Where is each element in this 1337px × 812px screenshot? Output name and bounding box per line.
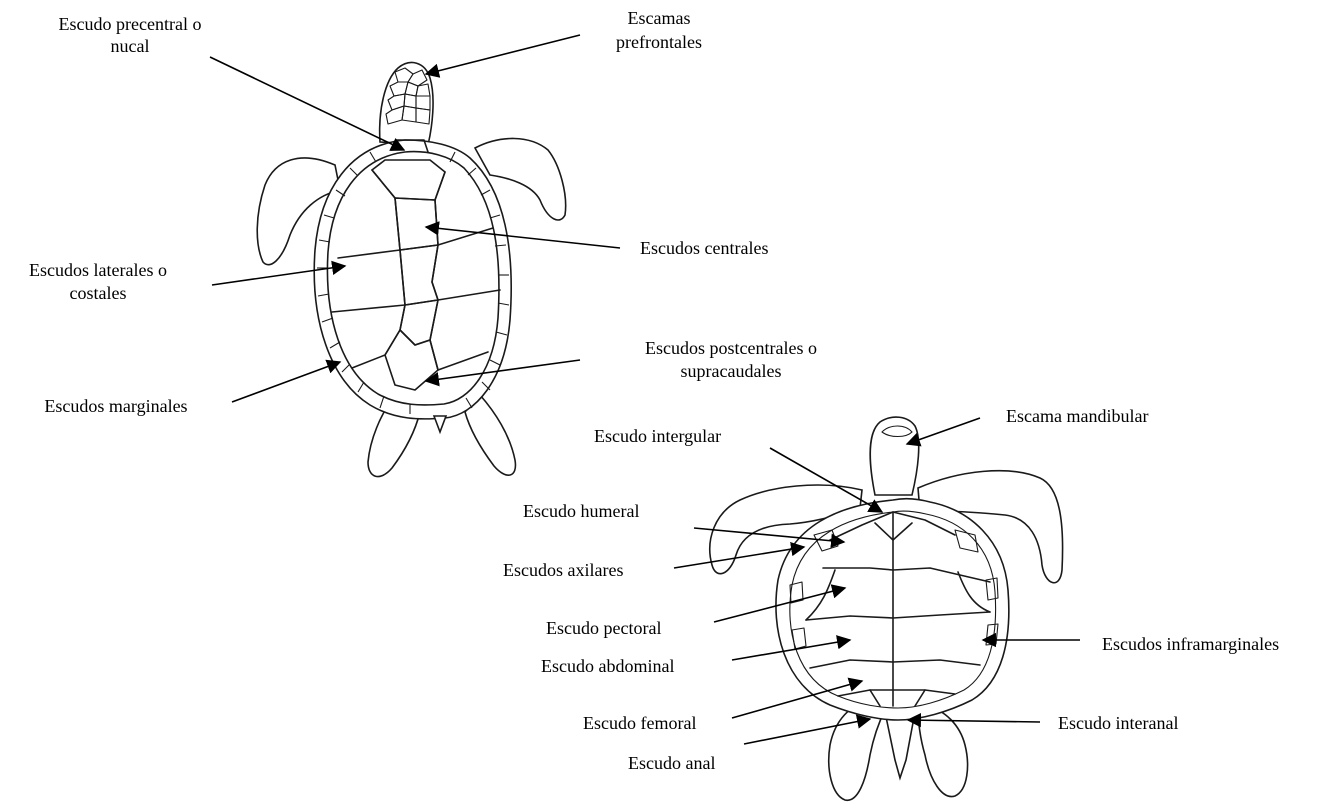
- label-intergular: Escudo intergular: [594, 426, 721, 446]
- label-humeral: Escudo humeral: [523, 501, 639, 521]
- label-laterales-line1: Escudos laterales o: [29, 260, 167, 280]
- dorsal-turtle-drawing: [257, 63, 565, 477]
- label-abdominal: Escudo abdominal: [541, 656, 674, 676]
- arrow-nucal: [210, 57, 404, 150]
- label-mandibular: Escama mandibular: [1006, 406, 1148, 426]
- ventral-tail: [885, 712, 915, 778]
- arrow-mandibular: [907, 418, 980, 444]
- ventral-head: [870, 417, 918, 495]
- label-prefrontales-line2: prefrontales: [616, 32, 702, 52]
- label-femoral: Escudo femoral: [583, 713, 696, 733]
- label-postcentrales-line1: Escudos postcentrales o: [645, 338, 817, 358]
- label-nucal-line2: nucal: [111, 36, 150, 56]
- dorsal-carapace: [314, 140, 511, 419]
- label-marginales: Escudos marginales: [44, 396, 187, 416]
- label-nucal-line1: Escudo precentral o: [59, 14, 202, 34]
- ventral-right-rear-flipper: [918, 705, 968, 797]
- label-postcentrales-line2: supracaudales: [681, 361, 782, 381]
- label-centrales: Escudos centrales: [640, 238, 768, 258]
- label-inframarginales: Escudos inframarginales: [1102, 634, 1279, 654]
- label-axilares: Escudos axilares: [503, 560, 623, 580]
- label-anal: Escudo anal: [628, 753, 715, 773]
- arrow-prefrontales: [426, 35, 580, 74]
- label-prefrontales-line1: Escamas: [628, 8, 691, 28]
- labels: Escudo precentral o nucal Escamas prefro…: [29, 8, 1279, 773]
- label-pectoral: Escudo pectoral: [546, 618, 661, 638]
- arrow-marginales: [232, 362, 340, 402]
- label-interanal: Escudo interanal: [1058, 713, 1178, 733]
- label-laterales-line2: costales: [70, 283, 127, 303]
- dorsal-tail: [434, 416, 446, 432]
